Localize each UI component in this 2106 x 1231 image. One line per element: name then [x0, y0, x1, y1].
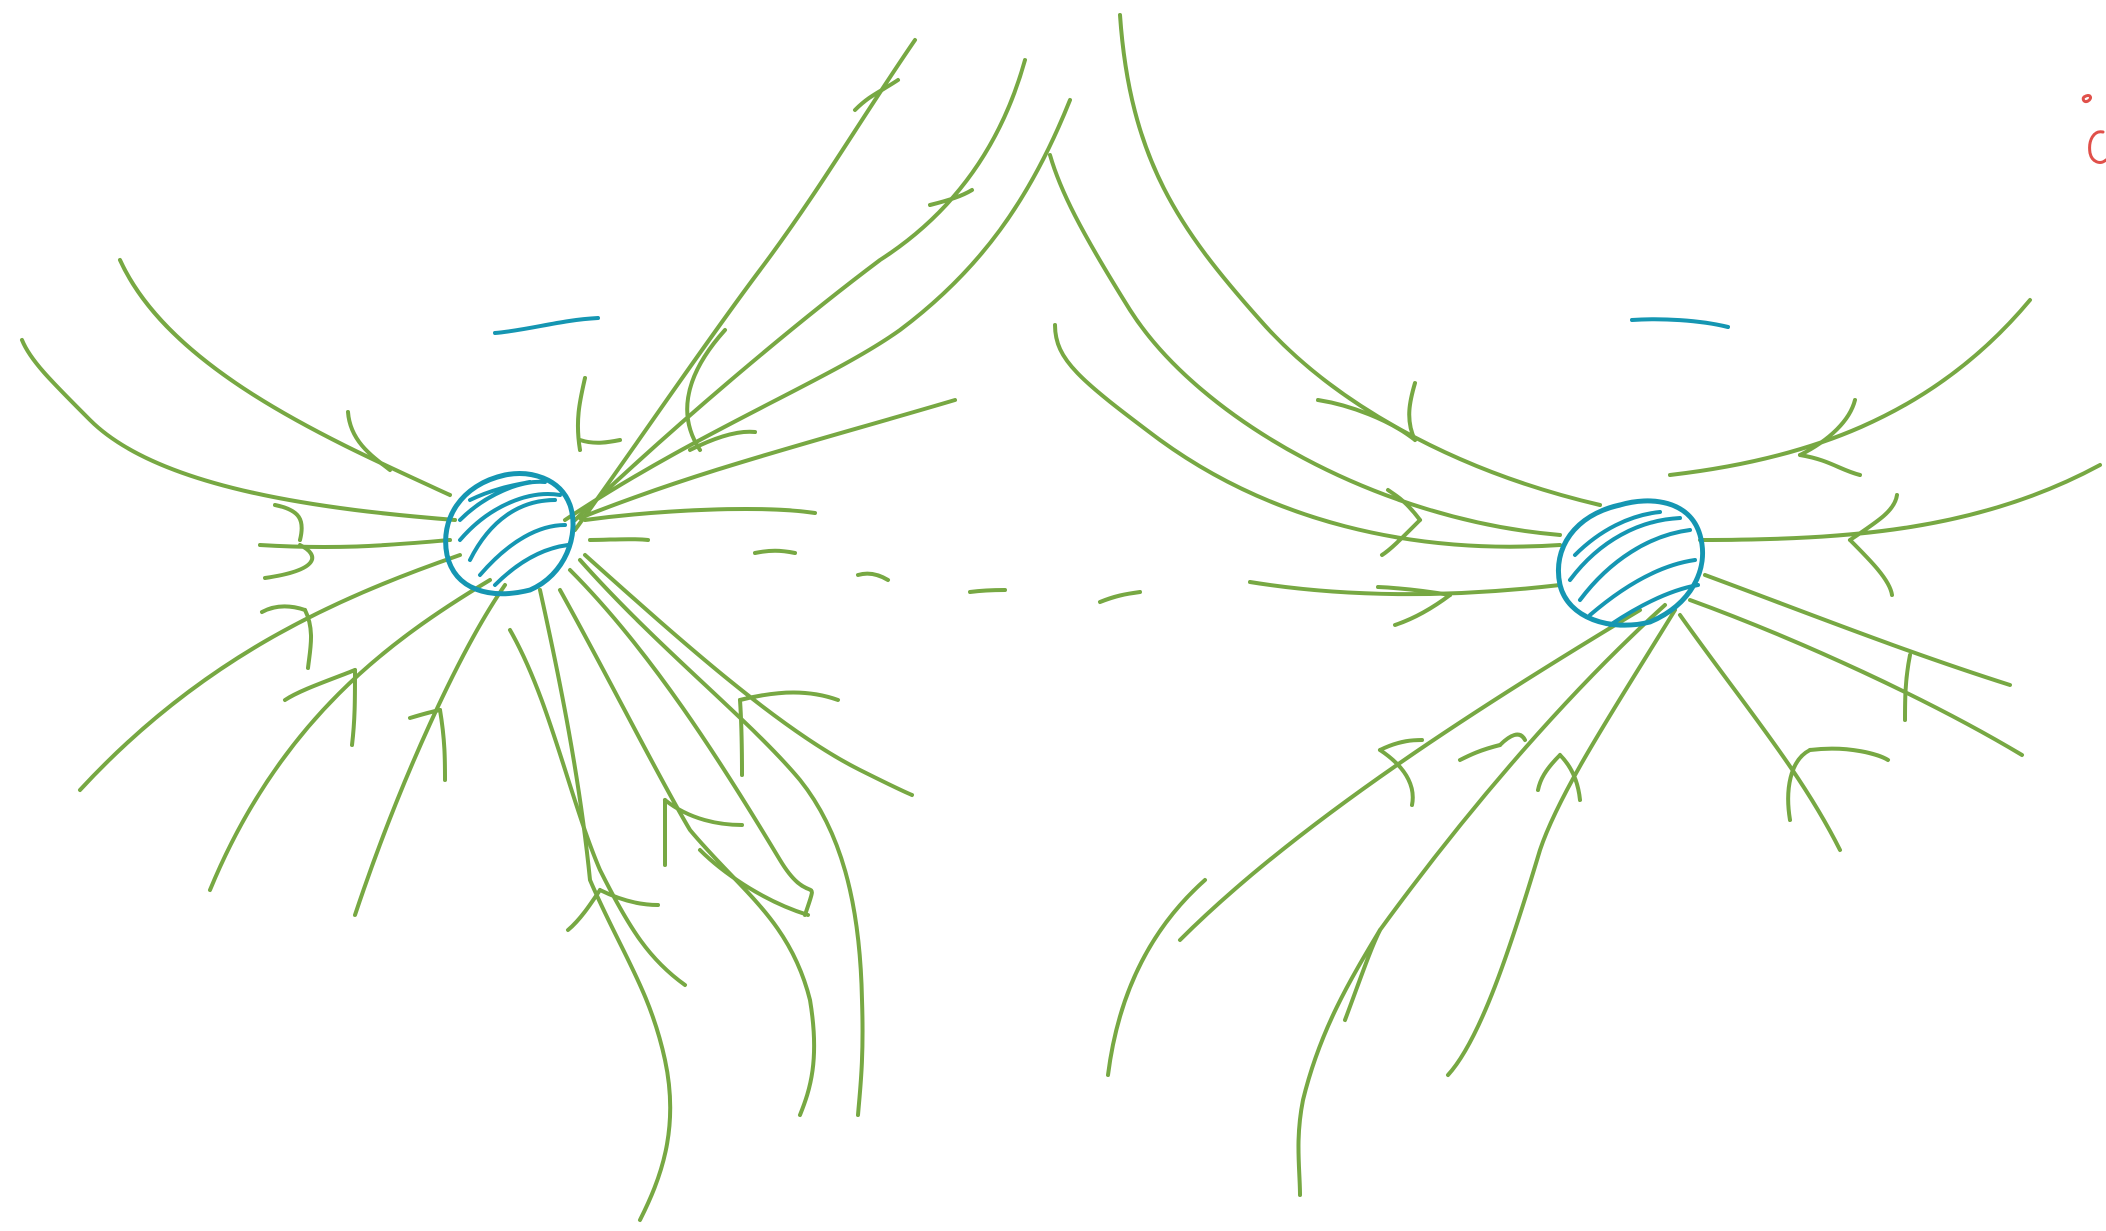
left-process-down-1-branch	[600, 890, 658, 905]
left-process-upper-small-3	[580, 440, 620, 443]
right-process-lower-1-branch	[1380, 740, 1422, 750]
left-process-down-5-branch-b	[740, 700, 742, 775]
right-process-upper-1-branch-b	[1318, 400, 1415, 440]
cell-marks	[495, 318, 1728, 333]
left-cell-body-scribble	[460, 482, 568, 585]
left-cell-body	[446, 474, 573, 594]
right-process-left-1-branch	[1395, 595, 1450, 625]
right-process-lower-3	[1448, 610, 1675, 1075]
dash-1	[755, 551, 795, 553]
left-process-right-1	[580, 400, 955, 518]
left-process-down-2	[510, 630, 685, 985]
left-process-left-3	[260, 540, 450, 547]
right-process-lower-2-branch-b	[1460, 745, 1500, 760]
left-process-upper-2	[575, 60, 1025, 520]
right-cell-mark	[1632, 319, 1728, 327]
left-process-lower-2-branch	[440, 710, 445, 780]
dashed-connection	[755, 551, 1140, 602]
left-process-left-4-branch-b	[262, 606, 305, 612]
left-process-down-4	[570, 570, 812, 915]
left-process-left-1-branch	[348, 412, 390, 470]
left-process-upper-1-branch	[855, 80, 898, 110]
right-process-right-upper-branch-b	[1800, 455, 1860, 475]
right-process-right-1	[1700, 465, 2100, 540]
left-process-left-3-branch	[265, 545, 312, 578]
right-cell-body	[1558, 501, 1702, 625]
left-process-left-2-branch	[275, 505, 302, 540]
left-process-down-5	[580, 560, 863, 1115]
right-process-lower-1-ext	[1108, 880, 1205, 1075]
right-process-lower-right-branch	[1788, 750, 1810, 820]
left-process-left-1	[120, 260, 450, 495]
right-process-right-1-branch-b	[1850, 540, 1892, 595]
annotation-hook	[2090, 132, 2106, 163]
annotation-dot	[2083, 96, 2090, 102]
left-process-right-2	[585, 509, 815, 520]
right-process-lower-right-branch-b	[1810, 749, 1888, 760]
left-process-left-4	[80, 555, 460, 790]
right-process-lower-2	[1298, 605, 1665, 1195]
left-process-left-2	[22, 340, 455, 520]
left-cell-processes	[22, 40, 1070, 1220]
left-process-down-1-branch-b	[568, 890, 600, 930]
left-process-lower-1	[210, 580, 490, 890]
right-process-upper-1	[1120, 15, 1600, 505]
left-process-down-6	[585, 555, 912, 795]
right-cell-processes	[1050, 15, 2100, 1195]
right-process-upper-3	[1055, 325, 1560, 547]
dash-3	[970, 590, 1005, 592]
right-cell-body-scribble	[1570, 512, 1698, 625]
dash-2	[858, 574, 888, 580]
right-process-right-2-branch	[1905, 655, 1910, 720]
left-process-lower-1-branch-b	[285, 670, 355, 700]
left-process-upper-1	[575, 40, 915, 530]
left-process-upper-2-branch	[930, 190, 972, 205]
right-process-lower-2-small	[1345, 930, 1380, 1020]
left-cell-mark	[495, 318, 598, 333]
left-process-right-3	[590, 539, 648, 540]
annotation-mark	[2083, 96, 2106, 163]
dash-4	[1100, 592, 1140, 602]
right-process-upper-2	[1050, 155, 1560, 535]
right-process-upper-1-branch	[1409, 383, 1415, 440]
left-process-lower-2	[355, 585, 505, 915]
right-process-lower-3-branch-b	[1538, 755, 1560, 790]
right-process-lower-2-branch	[1500, 735, 1525, 745]
right-process-right-3	[1690, 600, 2022, 755]
